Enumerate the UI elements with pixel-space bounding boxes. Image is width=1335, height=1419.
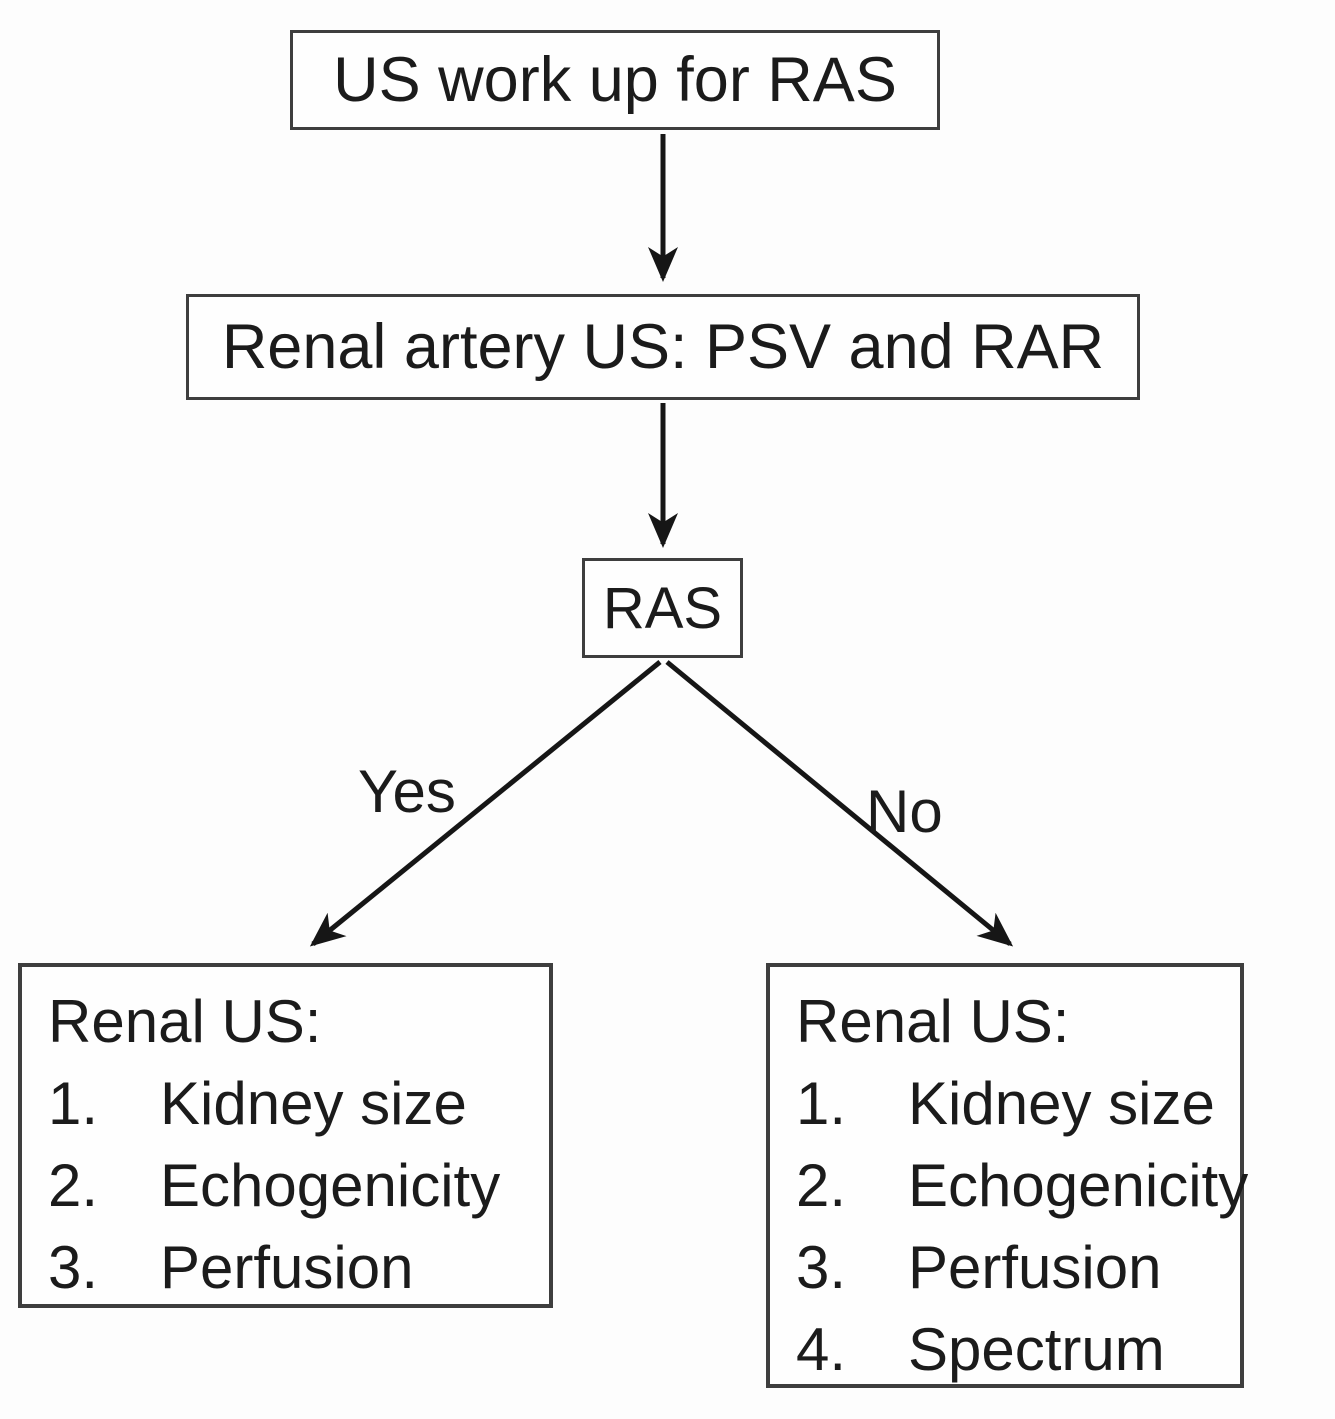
- list-item: 4. Spectrum: [796, 1309, 1234, 1391]
- list-item-number: 2.: [48, 1152, 99, 1219]
- list-item: 3. Perfusion: [796, 1227, 1234, 1309]
- node-renal-artery-us: Renal artery US: PSV and RAR: [186, 294, 1140, 400]
- list-item-label: Echogenicity: [908, 1152, 1249, 1219]
- list-item: 1. Kidney size: [48, 1063, 543, 1145]
- list-item-number: 4.: [796, 1316, 847, 1383]
- node-renal-us-no: Renal US: 1. Kidney size 2. Echogenicity…: [766, 963, 1248, 1391]
- list-item-label: Perfusion: [908, 1234, 1162, 1301]
- renal-us-no-title: Renal US:: [796, 988, 1070, 1055]
- list-item: 3. Perfusion: [48, 1227, 543, 1309]
- branch-label-no: No: [866, 778, 943, 845]
- list-item-label: Spectrum: [908, 1316, 1165, 1383]
- node-ras-decision: RAS: [582, 558, 743, 658]
- list-item-number: 3.: [796, 1234, 847, 1301]
- list-item: 1. Kidney size: [796, 1063, 1234, 1145]
- node-renal-artery-us-label: Renal artery US: PSV and RAR: [221, 312, 1105, 382]
- list-item-number: 2.: [796, 1152, 847, 1219]
- list-item-label: Perfusion: [160, 1234, 414, 1301]
- list-item: 2. Echogenicity: [48, 1145, 543, 1227]
- list-item-label: Kidney size: [908, 1070, 1215, 1137]
- list-item-label: Echogenicity: [160, 1152, 501, 1219]
- list-item: 2. Echogenicity: [796, 1145, 1248, 1227]
- list-item-number: 3.: [48, 1234, 99, 1301]
- renal-us-yes-title: Renal US:: [48, 988, 322, 1055]
- node-us-workup: US work up for RAS: [290, 30, 940, 130]
- node-us-workup-label: US work up for RAS: [333, 45, 897, 115]
- node-renal-us-yes: Renal US: 1. Kidney size 2. Echogenicity…: [18, 963, 553, 1308]
- arrow-ras-no-branch: [665, 660, 1014, 947]
- list-item-label: Kidney size: [160, 1070, 467, 1137]
- list-item-number: 1.: [796, 1070, 847, 1137]
- list-item-number: 1.: [48, 1070, 99, 1137]
- node-ras-decision-label: RAS: [602, 575, 723, 641]
- branch-label-yes: Yes: [358, 758, 456, 825]
